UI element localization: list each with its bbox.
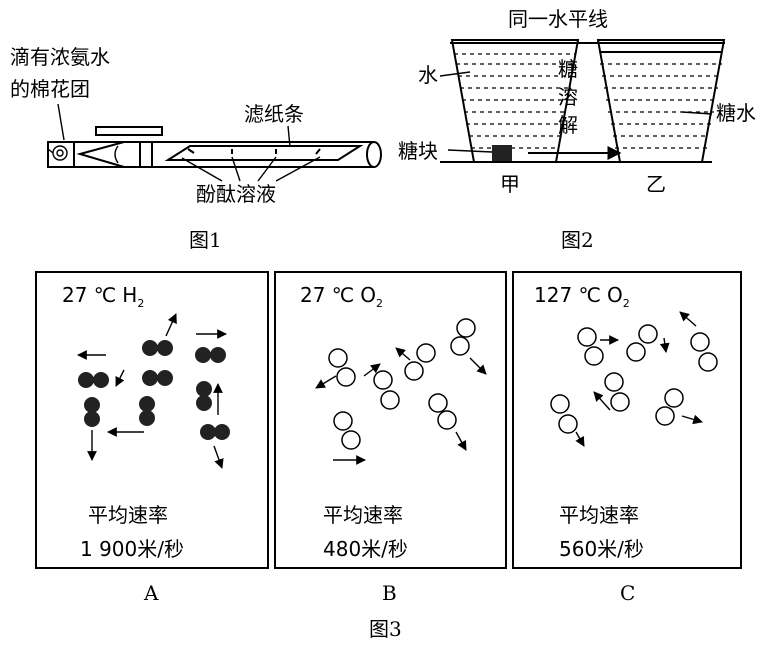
cotton-ball-icon xyxy=(47,145,68,161)
beaker-jia xyxy=(450,39,580,163)
o2-molecule xyxy=(550,394,578,434)
beaker-jia-liquid xyxy=(454,53,576,149)
beaker-yi-label: 乙 xyxy=(646,172,666,196)
support-rod xyxy=(95,126,163,136)
sugar-block-label: 糖块 xyxy=(398,139,438,163)
panel-a-letter: A xyxy=(143,581,159,605)
panel-a-arrows xyxy=(77,313,227,469)
phenolphthalein-leaders xyxy=(181,156,321,182)
h2-molecule xyxy=(78,372,109,388)
figure-3-caption: 图3 xyxy=(369,617,402,641)
sugar-water-label: 糖水 xyxy=(716,101,756,125)
panel-b-frame xyxy=(274,271,507,569)
dissolve-char-2: 溶 xyxy=(558,85,578,109)
figure-2-caption: 图2 xyxy=(561,228,594,252)
panel-c-letter: C xyxy=(620,581,635,605)
beaker-jia-label: 甲 xyxy=(500,172,520,196)
phenolphthalein-drops xyxy=(187,148,321,155)
h2-molecule xyxy=(196,381,212,411)
o2-molecule xyxy=(428,393,457,430)
figure-1-caption: 图1 xyxy=(189,228,222,252)
figure-2: 同一水平线 xyxy=(398,7,756,252)
o2-molecule xyxy=(404,343,436,381)
phenolphthalein-label: 酚酞溶液 xyxy=(196,182,276,206)
figure-1: 滴有浓氨水 的棉花团 xyxy=(10,45,382,252)
cotton-leader-line xyxy=(57,103,65,141)
h2-molecule xyxy=(142,340,173,356)
sugar-block xyxy=(492,145,512,161)
panel-b-arrows xyxy=(315,347,487,465)
o2-molecule xyxy=(655,388,684,426)
panel-c-frame xyxy=(512,271,742,569)
o2-molecule xyxy=(328,348,356,387)
o2-molecule xyxy=(373,370,400,410)
o2-molecule xyxy=(333,411,361,450)
panel-a-molecules xyxy=(78,340,230,440)
h2-molecule xyxy=(84,397,100,427)
panel-a-speed-value: 1 900米/秒 xyxy=(80,537,184,561)
panel-c-arrows xyxy=(575,311,703,447)
panel-b-letter: B xyxy=(382,581,397,605)
h2-molecule xyxy=(139,396,155,426)
panel-b-speed-value: 480米/秒 xyxy=(323,537,408,561)
panel-c-speed-label: 平均速率 xyxy=(559,503,639,527)
beaker-yi-liquid xyxy=(600,63,722,149)
panel-b-molecules xyxy=(328,318,476,450)
dropper-icon xyxy=(76,141,153,168)
water-leader xyxy=(439,71,471,77)
water-label: 水 xyxy=(418,63,438,87)
o2-molecule xyxy=(690,332,718,372)
tube-stopper xyxy=(47,141,75,168)
cotton-label-line2: 的棉花团 xyxy=(10,77,90,101)
panel-a-frame xyxy=(35,271,269,569)
o2-molecule xyxy=(577,327,604,366)
o2-molecule xyxy=(626,324,658,362)
o2-molecule xyxy=(450,318,476,356)
o2-molecule xyxy=(604,372,630,412)
dissolve-char-1: 糖 xyxy=(558,57,578,81)
sugar-water-leader xyxy=(681,111,713,115)
panel-a-speed-label: 平均速率 xyxy=(88,503,168,527)
filter-paper-strip xyxy=(164,145,364,161)
level-line-label: 同一水平线 xyxy=(508,7,608,31)
h2-molecule xyxy=(195,347,226,363)
filter-paper-label: 滤纸条 xyxy=(244,102,304,126)
h2-molecule xyxy=(200,424,230,440)
dissolve-char-3: 解 xyxy=(558,113,578,137)
cotton-label-line1: 滴有浓氨水 xyxy=(10,45,110,69)
h2-molecule xyxy=(142,370,173,386)
panel-c-speed-value: 560米/秒 xyxy=(559,537,644,561)
beaker-yi xyxy=(596,39,726,163)
filter-paper-leader xyxy=(287,125,291,148)
panel-b-speed-label: 平均速率 xyxy=(323,503,403,527)
panel-c-molecules xyxy=(550,324,718,434)
sugar-block-leader xyxy=(447,149,493,153)
